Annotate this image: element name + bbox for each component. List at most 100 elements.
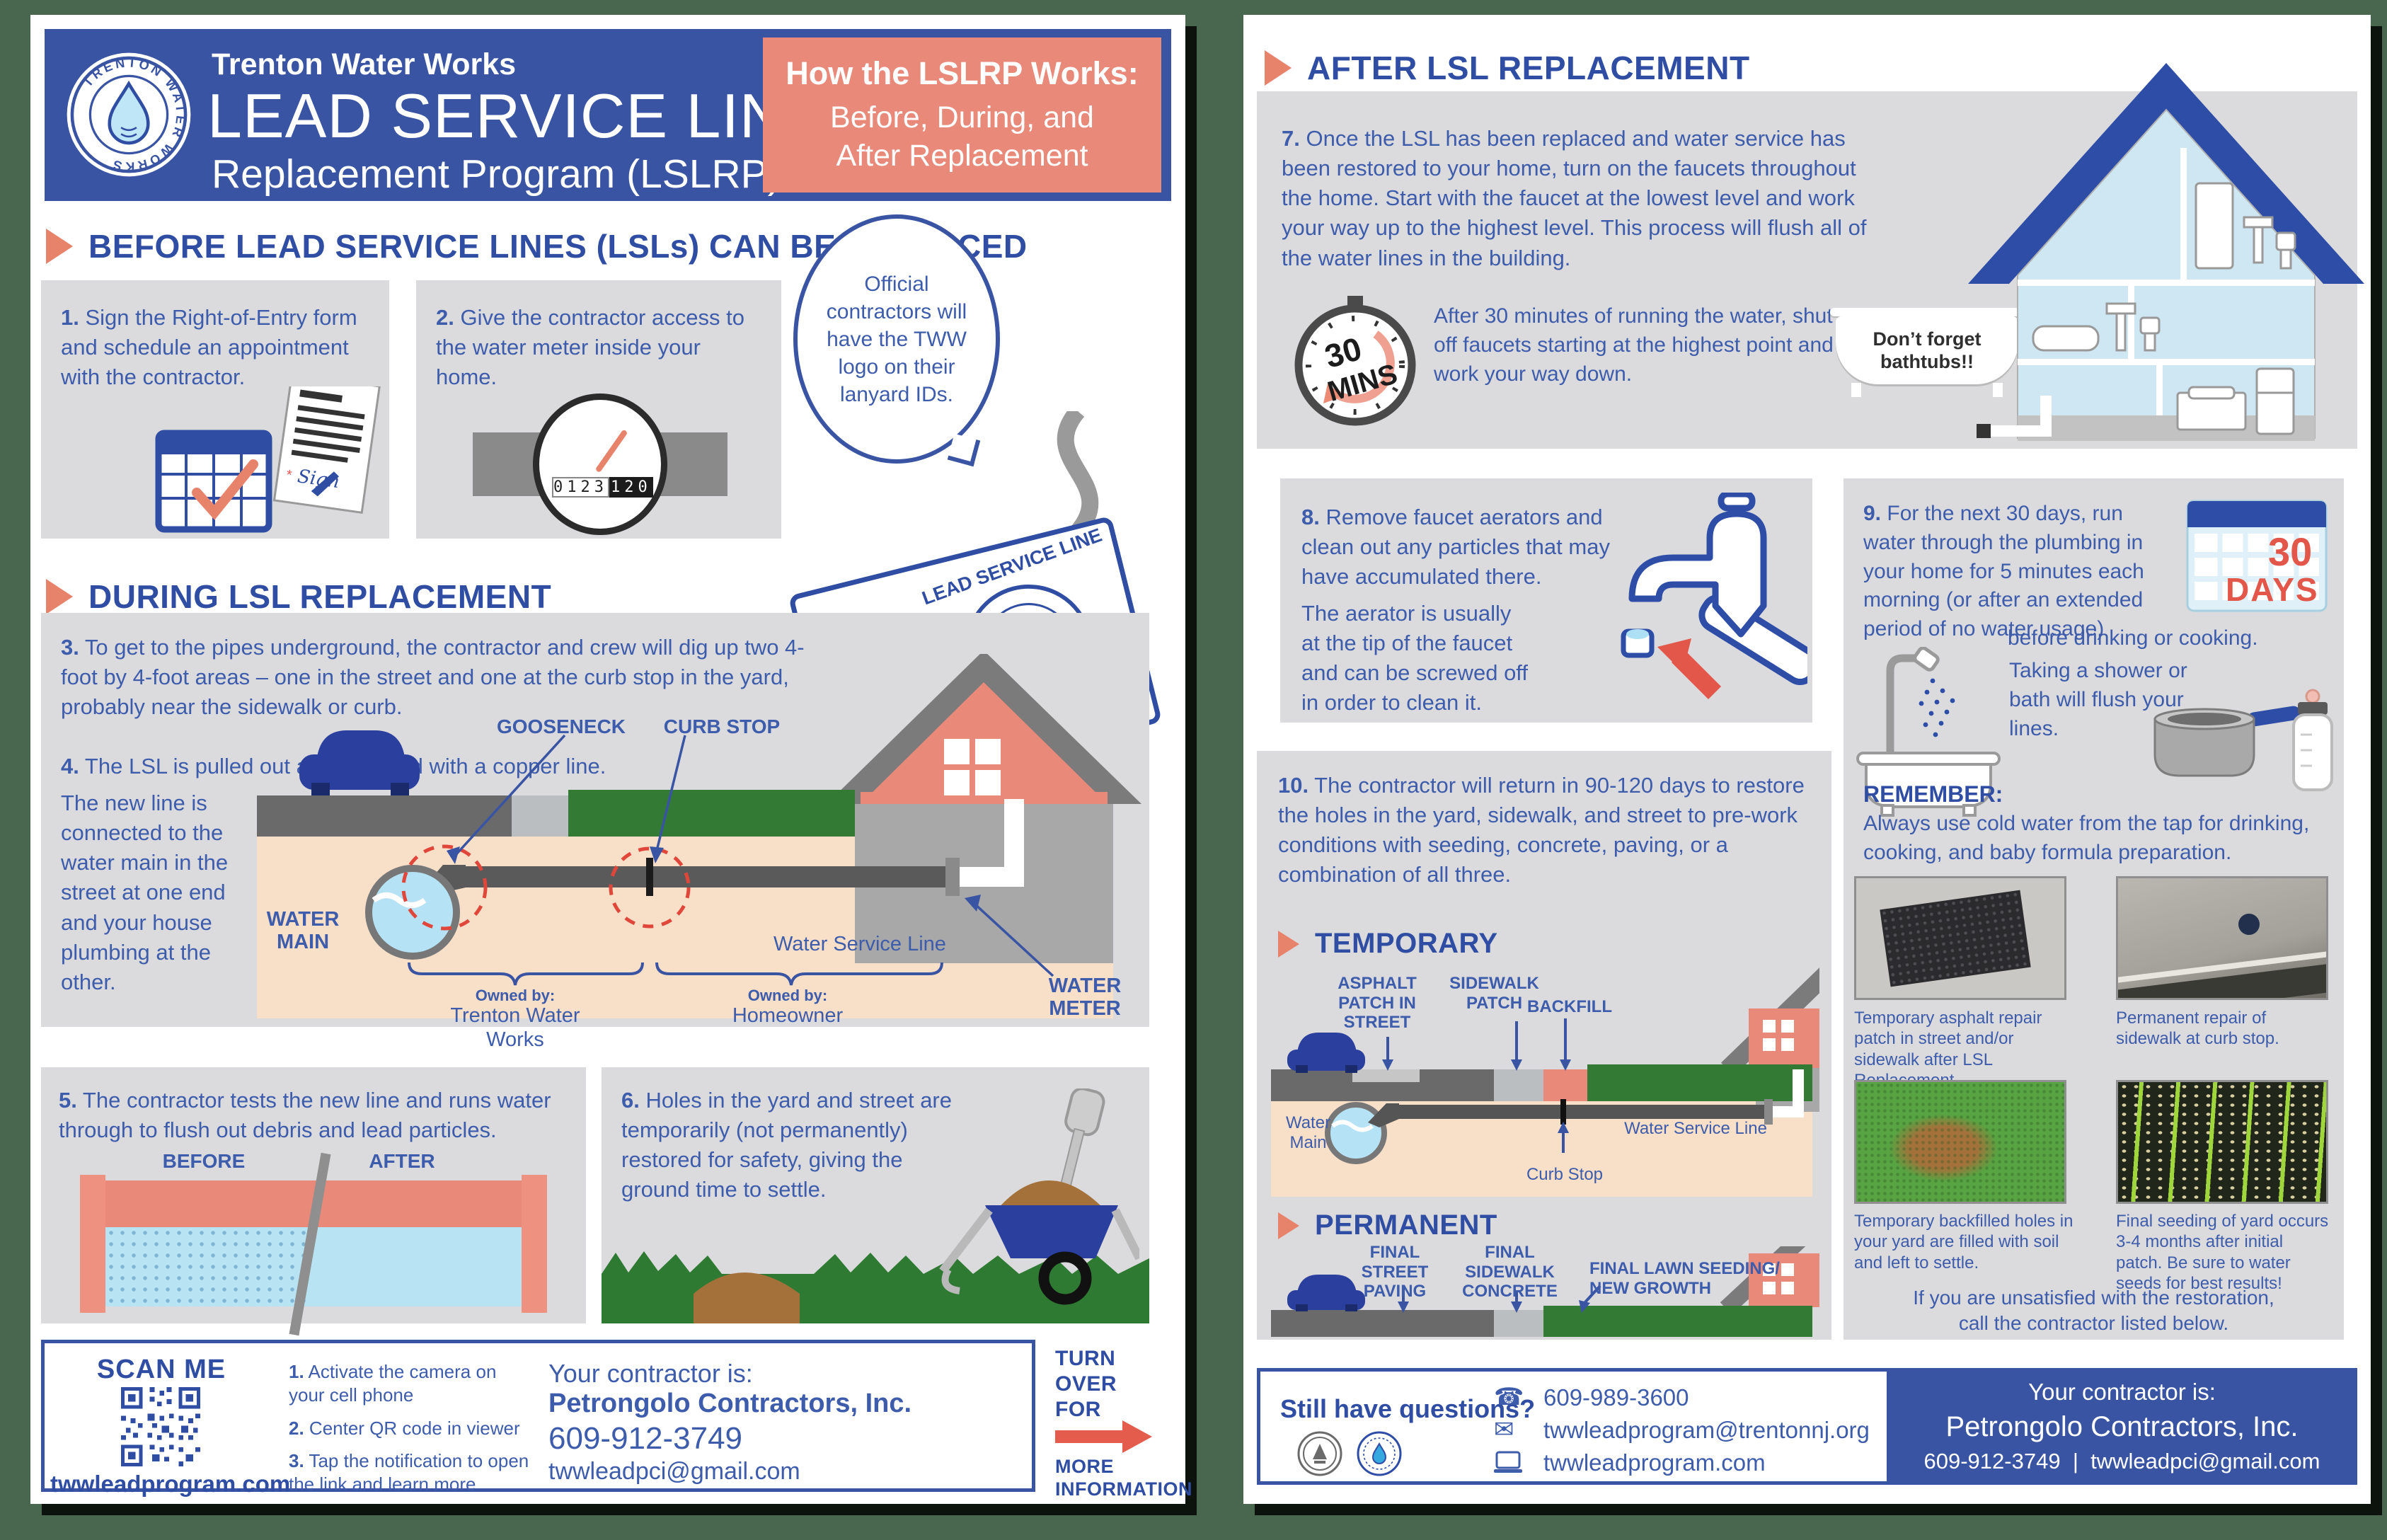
how-line2: Before, During, and <box>830 100 1094 134</box>
triangle-icon <box>1265 50 1292 86</box>
footer-url: twwleadprogram.com <box>50 1471 291 1497</box>
photo-asphalt-patch <box>1854 876 2066 1000</box>
panel-photos: Temporary asphalt repair patch in street… <box>1844 868 2344 1340</box>
faucet-aerator-icon <box>1621 493 1807 699</box>
step8-text: 8. Remove faucet aerators and clean out … <box>1301 505 1610 590</box>
triangle-icon <box>46 229 73 264</box>
triangle-icon <box>46 579 73 614</box>
panel-step9: 9. For the next 30 days, run water throu… <box>1844 478 2344 868</box>
label-curb-stop: CURB STOP <box>663 716 781 737</box>
temp-label-asphalt: ASPHALT PATCH IN STREET <box>1338 974 1417 1033</box>
contractor-contact-line: 609-912-3749 | twwleadpci@gmail.com <box>1924 1449 2320 1474</box>
bubble-text: Official contractors will have the TWW l… <box>826 272 967 406</box>
contractor-email: twwleadpci@gmail.com <box>548 1458 800 1485</box>
temp-label-sidewalk: SIDEWALK PATCH <box>1449 974 1539 1013</box>
photo-sidewalk-repair <box>2116 876 2328 1000</box>
label-water-service-line: Water Service Line <box>773 933 946 955</box>
unsatisfied-note-2: call the contractor listed below. <box>1958 1312 2229 1334</box>
city-seal-icon <box>1297 1431 1342 1476</box>
service-line-diagram <box>257 654 1141 1018</box>
panel-during: 3. To get to the pipes underground, the … <box>41 613 1149 1051</box>
perm-label-lawn: FINAL LAWN SEEDING/ NEW GROWTH <box>1589 1259 1780 1298</box>
turn-over-1: TURN <box>1055 1347 1116 1370</box>
remember-label: REMEMBER: <box>1863 781 2003 807</box>
contractor-email: twwleadpci@gmail.com <box>2090 1449 2320 1473</box>
triangle-icon <box>1278 1212 1299 1239</box>
step4b-text: The new line is connected to the water m… <box>61 791 229 994</box>
owned-by-homeowner: Owned by: Homeowner <box>732 987 844 1028</box>
label-after: AFTER <box>369 1150 435 1172</box>
pot-icon <box>2153 706 2301 777</box>
triangle-icon <box>1278 930 1299 958</box>
phone-icon: ☎ <box>1494 1384 1524 1410</box>
contact-phone: 609-989-3600 <box>1543 1384 1689 1410</box>
footer-box: SCAN ME twwleadprogram.com 1. Activate t… <box>41 1340 1035 1497</box>
baby-bottle-icon <box>2292 689 2333 791</box>
car-icon <box>1287 1275 1365 1311</box>
step9-text: 9. For the next 30 days, run water throu… <box>1863 502 2144 641</box>
qr-code <box>121 1387 200 1466</box>
contractor-label: Your contractor is: <box>548 1359 753 1388</box>
step9b-text: before drinking or cooking. <box>2008 626 2258 650</box>
calendar-30days-icon: 30 DAYS <box>2186 500 2328 612</box>
photo-caption-2: Permanent repair of sidewalk at curb sto… <box>2116 1009 2279 1049</box>
pipe-before-after-illustration <box>80 1152 547 1336</box>
perm-label-street: FINAL STREET PAVING <box>1361 1243 1429 1301</box>
grass-dirt-icon <box>602 1251 1149 1323</box>
how-title: How the LSLRP Works: <box>786 54 1139 91</box>
stopwatch-30min-icon: 30 MINS <box>1294 296 1416 426</box>
envelope-icon: ✉ <box>1494 1416 1514 1443</box>
photo-backfilled-hole <box>1854 1080 2066 1204</box>
section-during-heading: DURING LSL REPLACEMENT <box>46 578 551 616</box>
perm-label-sidewalk: FINAL SIDEWALK CONCRETE <box>1462 1243 1558 1301</box>
org-name: Trenton Water Works <box>212 47 517 81</box>
temp-label-watermain: Water Main <box>1285 1113 1331 1152</box>
label-water-main: WATER MAIN <box>266 908 340 953</box>
step3-text: 3. To get to the pipes underground, the … <box>61 635 805 720</box>
separator: | <box>2072 1449 2078 1473</box>
turn-over-3: FOR <box>1055 1398 1101 1421</box>
debris-speckles <box>105 1227 311 1306</box>
step6-text: 6. Holes in the yard and street are temp… <box>621 1088 953 1202</box>
panel-step5: 5. The contractor tests the new line and… <box>41 1067 586 1336</box>
calendar-document-icon: Sign * <box>155 386 381 533</box>
timer-text: After 30 minutes of running the water, s… <box>1434 304 1834 386</box>
qr-step-3: 3. Tap the notification to open the link… <box>289 1450 529 1495</box>
contact-email: twwleadprogram@trentonnj.org <box>1543 1417 1870 1443</box>
unsatisfied-note-1: If you are unsatisfied with the restorat… <box>1913 1287 2274 1309</box>
step10-text: 10. The contractor will return in 90-120… <box>1278 773 1805 887</box>
temp-label-serviceline: Water Service Line <box>1624 1119 1767 1138</box>
photo-caption-3: Temporary backfilled holes in your yard … <box>1854 1212 2073 1272</box>
step1-text: 1. Sign the Right-of-Entry form and sche… <box>61 305 357 390</box>
doc-subtitle: Replacement Program (LSLRP) <box>212 151 781 197</box>
panel-step8: 8. Remove faucet aerators and clean out … <box>1280 478 1812 723</box>
bathtub-note-text: Don’t forget bathtubs!! <box>1873 328 1982 372</box>
page-left: TRENTON WATER WORKS Trenton Water Works … <box>30 15 1192 1504</box>
panel-step6: 6. Holes in the yard and street are temp… <box>602 1067 1149 1323</box>
label-before: BEFORE <box>162 1150 246 1172</box>
shower-bath-icon <box>1856 647 2001 817</box>
contractor-name: Petrongolo Contractors, Inc. <box>548 1389 912 1418</box>
permanent-diagram <box>1271 1246 1819 1337</box>
turn-over-arrow-head <box>1122 1420 1152 1453</box>
contact-web: twwleadprogram.com <box>1543 1449 1766 1476</box>
svg-text:*: * <box>285 467 293 483</box>
car-icon <box>1287 1033 1365 1073</box>
contractor-blue-panel: Your contractor is: Petrongolo Contracto… <box>1887 1372 2357 1481</box>
qr-step-2: 2. Center QR code in viewer <box>289 1418 520 1439</box>
wheelbarrow-shovel-icon <box>939 1088 1139 1305</box>
how-line3: After Replacement <box>836 138 1088 173</box>
temp-label-backfill: BACKFILL <box>1527 997 1612 1016</box>
panel-step7: 7. Once the LSL has been replaced and wa… <box>1257 63 2364 449</box>
page-right: AFTER LSL REPLACEMENT 7. Once the LSL ha… <box>1243 15 2371 1504</box>
tww-seal-icon <box>1357 1431 1402 1476</box>
contractor-label: Your contractor is: <box>2028 1379 2216 1405</box>
doc-title: LEAD SERVICE LINE <box>207 81 828 151</box>
svg-text:30: 30 <box>2268 529 2312 574</box>
how-it-works-box: How the LSLRP Works: Before, During, and… <box>763 38 1161 192</box>
panel-step2: 2. Give the contractor access to the wat… <box>416 280 781 539</box>
owned-by-tww: Owned by: Trenton Water Works <box>450 987 580 1051</box>
